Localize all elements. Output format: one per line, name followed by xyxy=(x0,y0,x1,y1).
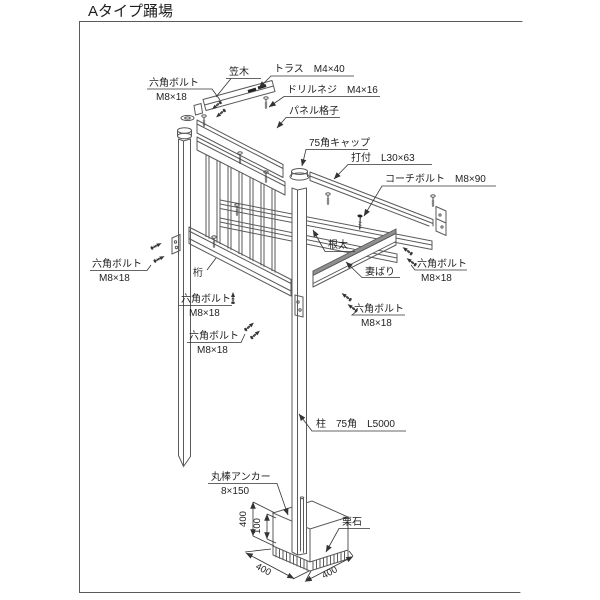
label-post-cap: 75角キャップ xyxy=(300,137,370,167)
svg-text:栗石: 栗石 xyxy=(342,516,362,528)
label-hex-bolt-right-far: 六角ボルト M8×18 xyxy=(399,243,467,284)
label-hex-bolt-center-2: 六角ボルト M8×18 xyxy=(187,319,263,356)
svg-text:M8×18: M8×18 xyxy=(361,318,392,329)
svg-text:コーチボルト M8×90: コーチボルト M8×90 xyxy=(385,173,486,185)
main-post xyxy=(291,187,307,556)
top-rail xyxy=(196,119,284,178)
svg-text:M8×18: M8×18 xyxy=(156,92,187,103)
label-drill-screw: ドリルネジ M4×16 xyxy=(268,84,380,108)
svg-text:75角キャップ: 75角キャップ xyxy=(309,137,370,149)
svg-text:ドリルネジ M4×16: ドリルネジ M4×16 xyxy=(287,84,378,96)
label-joist: 根太 xyxy=(312,229,355,252)
svg-text:パネル格子: パネル格子 xyxy=(289,104,339,117)
dim-100: 100 xyxy=(252,518,263,534)
svg-text:六角ボルト: 六角ボルト xyxy=(417,258,467,270)
end-beam xyxy=(312,228,397,288)
panel-lattice xyxy=(205,154,276,273)
svg-text:柱 75角 L5000: 柱 75角 L5000 xyxy=(316,417,395,430)
dim-embed-depth: 100 xyxy=(252,513,277,544)
label-panel-lattice: パネル格子 xyxy=(276,104,340,129)
svg-text:M8×18: M8×18 xyxy=(99,273,130,284)
svg-text:笠木: 笠木 xyxy=(229,65,249,78)
label-hex-bolt-top-left: 六角ボルト M8×18 xyxy=(147,77,229,121)
svg-text:トラス M4×40: トラス M4×40 xyxy=(274,63,345,75)
label-anchor: 丸棒アンカー 8×150 xyxy=(208,470,289,516)
coping xyxy=(193,80,276,116)
svg-text:M8×18: M8×18 xyxy=(189,308,220,319)
left-post-cap xyxy=(177,127,192,140)
svg-text:六角ボルト: 六角ボルト xyxy=(189,330,239,342)
svg-text:8×150: 8×150 xyxy=(221,486,250,497)
coach-bolt-glyph xyxy=(357,214,363,230)
left-post xyxy=(178,138,191,468)
page-title: Aタイプ踊場 xyxy=(88,3,173,20)
label-hex-bolt-center-1: 六角ボルト M8×18 xyxy=(179,290,237,319)
svg-text:丸棒アンカー: 丸棒アンカー xyxy=(211,470,271,483)
svg-text:根太: 根太 xyxy=(328,238,348,251)
end-bracket xyxy=(435,205,447,237)
post-cap xyxy=(289,168,310,181)
joist-beams xyxy=(219,199,433,263)
svg-text:六角ボルト: 六角ボルト xyxy=(354,303,404,315)
mid-rail xyxy=(196,136,286,196)
label-rubble: 栗石 xyxy=(325,516,370,553)
svg-text:打付 L30×63: 打付 L30×63 xyxy=(351,151,415,164)
footing xyxy=(271,500,350,563)
label-post: 柱 75角 L5000 xyxy=(298,413,406,432)
label-girder: 桁 xyxy=(193,257,217,279)
svg-text:桁: 桁 xyxy=(193,266,203,279)
sheet-border xyxy=(79,21,523,593)
left-post-plate xyxy=(171,233,181,255)
label-hex-bolt-left: 六角ボルト M8×18 xyxy=(90,239,168,284)
label-coping: 笠木 xyxy=(215,65,261,98)
svg-text:六角ボルト: 六角ボルト xyxy=(181,293,231,305)
post-bracket xyxy=(294,294,304,318)
dim-400-bottom-left: 400 xyxy=(254,561,273,578)
anchor-rod xyxy=(299,496,305,553)
dim-400-left: 400 xyxy=(238,511,249,527)
dim-footing-height: 400 xyxy=(238,501,275,547)
left-post-washer xyxy=(180,114,195,122)
label-coach-bolt: コーチボルト M8×90 xyxy=(363,173,496,217)
label-truss-screw: トラス M4×40 xyxy=(258,63,354,89)
svg-text:六角ボルト: 六角ボルト xyxy=(149,77,199,89)
label-end-beam: 妻ばり xyxy=(345,261,400,278)
label-hex-bolt-right-mid: 六角ボルト M8×18 xyxy=(338,289,405,329)
angle-bar xyxy=(309,171,434,227)
svg-text:六角ボルト: 六角ボルト xyxy=(92,258,142,270)
svg-text:妻ばり: 妻ばり xyxy=(365,265,395,278)
girder xyxy=(188,226,297,297)
svg-text:M8×18: M8×18 xyxy=(197,345,228,356)
svg-text:M8×18: M8×18 xyxy=(421,273,452,284)
label-angle-bar: 打付 L30×63 xyxy=(333,151,432,180)
